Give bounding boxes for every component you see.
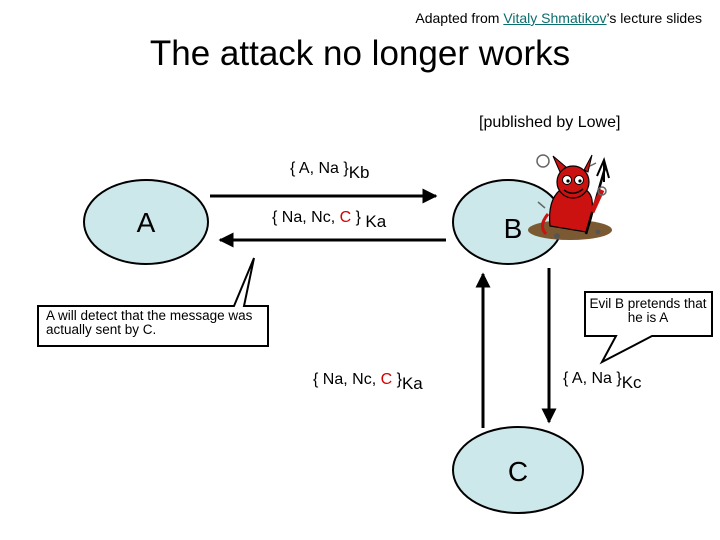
callout-b-text: Evil B pretends that he is A (589, 296, 707, 325)
node-a (83, 179, 209, 265)
message-4: { A, Na }Kc (563, 370, 642, 393)
message-3: { Na, Nc, C }Ka (313, 371, 423, 394)
message-3-red-c: C (380, 371, 393, 388)
message-3-close: } (392, 371, 402, 388)
message-4-key: Kc (621, 373, 642, 392)
message-1: { A, Na }Kb (290, 160, 370, 183)
message-3-key: Ka (401, 374, 423, 393)
callout-a-bubble (37, 257, 269, 347)
credit-author-link[interactable]: Vitaly Shmatikov (503, 10, 607, 26)
credit-line: Adapted from Vitaly Shmatikov’s lecture … (415, 10, 702, 26)
message-2-close: } (351, 209, 361, 226)
citation: [published by Lowe] (479, 114, 621, 131)
credit-prefix: Adapted from (415, 10, 504, 26)
node-c (452, 426, 584, 514)
message-2: { Na, Nc, C } Ka (272, 209, 386, 232)
message-2-body: { Na, Nc, (272, 209, 340, 226)
credit-suffix: ’s lecture slides (606, 10, 702, 26)
message-3-body: { Na, Nc, (313, 371, 381, 388)
node-c-label: C (508, 456, 528, 487)
message-2-key: Ka (365, 212, 387, 231)
node-a-label: A (137, 207, 156, 238)
callout-a-text: A will detect that the message was actua… (46, 308, 253, 337)
message-2-red-c: C (339, 209, 352, 226)
callout-b-bubble (584, 291, 713, 365)
devil-icon (528, 154, 612, 240)
node-b-label: B (504, 213, 523, 244)
message-1-body: { A, Na } (290, 160, 349, 177)
message-4-body: { A, Na } (563, 370, 622, 387)
slide-title: The attack no longer works (149, 34, 571, 73)
message-1-key: Kb (348, 163, 370, 182)
